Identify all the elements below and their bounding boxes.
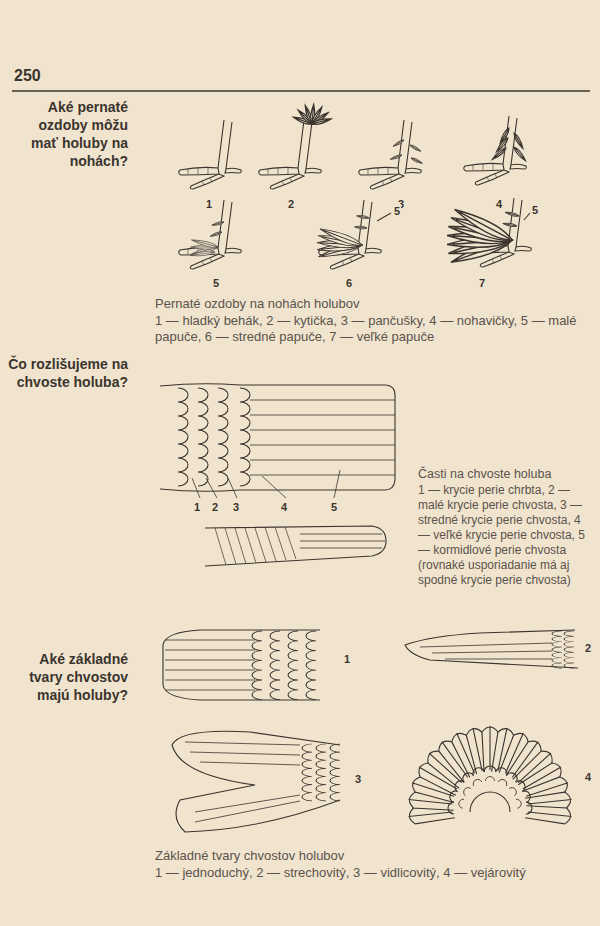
callout-number: 4 [495,197,503,211]
callout-number: 5 [330,500,338,514]
caption-title: Časti na chvoste holuba [418,466,592,482]
caption-text: 1 — hladký behák, 2 — kytička, 3 — panču… [155,313,585,345]
caption-text: 1 — krycie perie chrbta, 2 — malé krycie… [418,483,592,588]
callout-number: 2 [584,641,592,655]
caption-title: Pernaté ozdoby na nohách holubov [155,296,585,312]
callout-number: 7 [478,276,486,290]
question-heading: Aké základné tvary chvostov majú holuby? [8,650,128,704]
tail-shapes-drawing [163,630,578,832]
callout-number: 1 [205,197,213,211]
feet-drawings [179,104,532,269]
callout-number: 1 [343,652,351,666]
callout-number: 1 [193,500,201,514]
callout-number: 5 [212,276,220,290]
header-rule [12,90,590,91]
callout-number: 5 [531,203,539,217]
callout-number: 2 [287,197,295,211]
question-heading: Aké pernaté ozdoby môžu mať holuby na no… [8,98,128,170]
page-number: 250 [14,66,41,86]
caption-text: 1 — jednoduchý, 2 — strechovitý, 3 — vid… [155,865,595,881]
callout-number: 6 [345,276,353,290]
callout-number: 3 [354,772,362,786]
callout-number: 4 [584,770,592,784]
callout-number: 2 [211,500,219,514]
tail-parts-drawing [160,384,395,566]
caption-title: Základné tvary chvostov holubov [155,848,595,864]
question-heading: Čo rozlišujeme na chvoste holuba? [8,355,128,391]
callout-number: 3 [232,500,240,514]
callout-number: 5 [393,204,401,218]
callout-number: 4 [280,500,288,514]
